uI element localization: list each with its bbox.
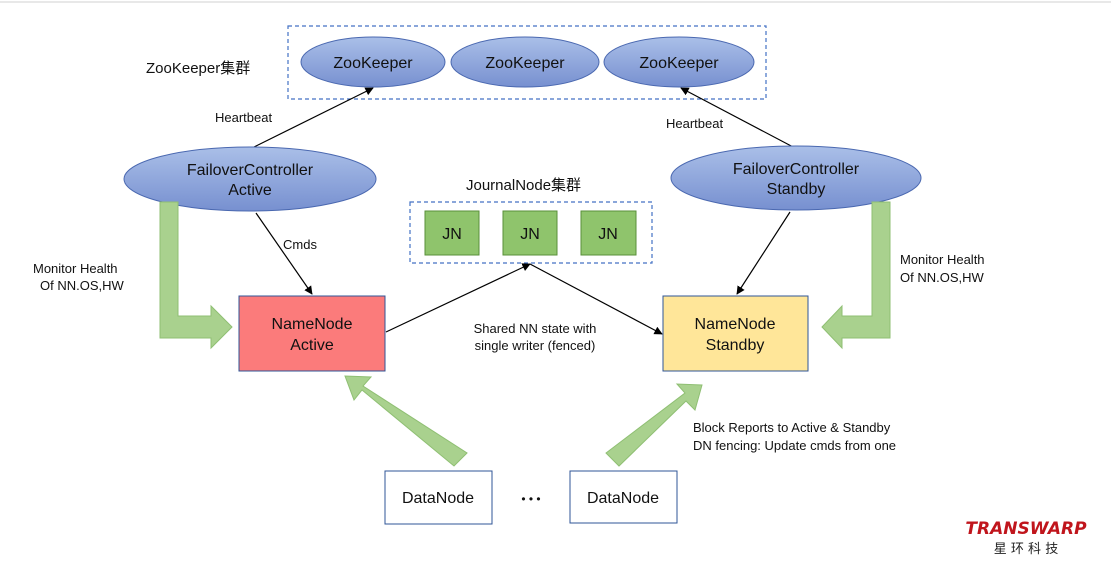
journal-node-3: JN xyxy=(580,210,637,256)
monitor-left-arrow xyxy=(159,201,233,350)
failover-controller-active: FailoverController Active xyxy=(123,146,377,212)
standby-cmds-arrow xyxy=(736,211,791,295)
namenode-standby-label-1: NameNode xyxy=(695,316,776,333)
monitor-left-label-2: Of NN.OS,HW xyxy=(40,278,125,293)
journalnode-cluster-box xyxy=(409,201,653,264)
monitor-right-arrow xyxy=(821,201,891,350)
journal-node-2-label: JN xyxy=(520,226,540,243)
namenode-active: NameNode Active xyxy=(238,295,386,372)
heartbeat-right-arrow xyxy=(680,87,796,149)
datanode-to-standby-arrow xyxy=(605,383,703,467)
zookeeper-cluster-label: ZooKeeper集群 xyxy=(146,60,250,77)
datanode-to-active-arrow xyxy=(344,375,468,467)
logo-sub: 星 环 科 技 xyxy=(994,542,1058,557)
journal-node-1-label: JN xyxy=(442,226,462,243)
heartbeat-left-arrow xyxy=(251,87,374,149)
heartbeat-right-label: Heartbeat xyxy=(666,116,723,131)
failover-standby-label-2: Standby xyxy=(767,181,826,198)
journalnode-cluster-label: JournalNode集群 xyxy=(466,177,581,194)
zookeeper-cluster-box xyxy=(287,25,767,100)
failover-controller-standby: FailoverController Standby xyxy=(670,145,922,211)
monitor-right-label-2: Of NN.OS,HW xyxy=(900,270,985,285)
datanode-1: DataNode xyxy=(384,470,493,525)
namenode-active-label-1: NameNode xyxy=(272,316,353,333)
failover-active-label-2: Active xyxy=(228,182,272,199)
datanode-2: DataNode xyxy=(569,470,678,524)
cmds-label: Cmds xyxy=(283,237,317,252)
active-to-journal-arrow xyxy=(385,263,531,333)
datanode-ellipsis: • • • xyxy=(521,492,540,506)
logo-name: TRANSWARP xyxy=(965,519,1087,539)
zookeeper-node-3: ZooKeeper xyxy=(603,36,755,88)
transwarp-logo: TRANSWARP 星 环 科 技 xyxy=(965,519,1087,557)
journal-node-1: JN xyxy=(424,210,480,256)
block-reports-label-2: DN fencing: Update cmds from one xyxy=(693,438,896,453)
zookeeper-node-3-label: ZooKeeper xyxy=(639,55,719,72)
namenode-standby: NameNode Standby xyxy=(662,295,809,372)
zookeeper-node-2-label: ZooKeeper xyxy=(485,55,565,72)
shared-state-label-2: single writer (fenced) xyxy=(475,338,596,353)
block-reports-label-1: Block Reports to Active & Standby xyxy=(693,420,891,435)
namenode-active-label-2: Active xyxy=(290,337,334,354)
heartbeat-left-label: Heartbeat xyxy=(215,110,272,125)
cmds-arrow xyxy=(255,212,313,295)
datanode-1-label: DataNode xyxy=(402,490,474,507)
journal-to-standby-arrow xyxy=(529,263,663,335)
monitor-right-label-1: Monitor Health xyxy=(900,252,985,267)
zookeeper-node-1-label: ZooKeeper xyxy=(333,55,413,72)
failover-standby-label-1: FailoverController xyxy=(733,161,860,178)
monitor-left-label-1: Monitor Health xyxy=(33,261,118,276)
shared-state-label-1: Shared NN state with xyxy=(474,321,597,336)
zookeeper-node-2: ZooKeeper xyxy=(450,36,600,88)
failover-active-label-1: FailoverController xyxy=(187,162,314,179)
namenode-standby-label-2: Standby xyxy=(706,337,765,354)
journal-node-2: JN xyxy=(502,210,558,256)
datanode-2-label: DataNode xyxy=(587,490,659,507)
zookeeper-node-1: ZooKeeper xyxy=(300,36,446,88)
journal-node-3-label: JN xyxy=(598,226,618,243)
